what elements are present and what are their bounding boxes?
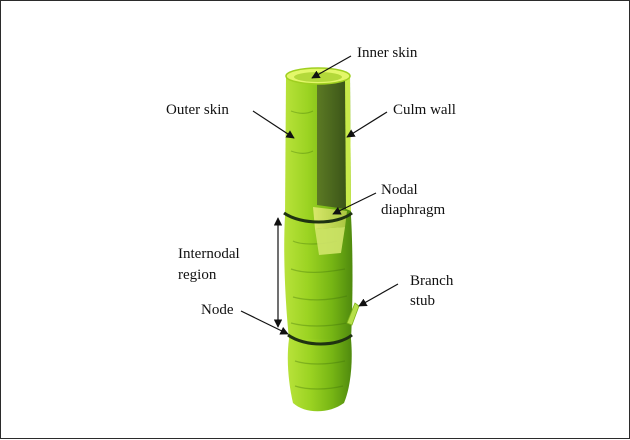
culm-wall-label: Culm wall [393, 101, 456, 120]
node-leader [241, 311, 288, 334]
nodal-diaphragm-label-line1: Nodal [381, 181, 418, 200]
branch-stub-label-line1: Branch [410, 272, 453, 291]
outer-skin-label: Outer skin [166, 101, 229, 120]
node-label: Node [201, 301, 234, 320]
lower-internode [288, 339, 352, 411]
culm-wall-edge [345, 77, 351, 211]
internodal-region-label-line2: region [178, 266, 216, 285]
inner-skin-label: Inner skin [357, 44, 417, 63]
culm-wall-cutaway [317, 77, 346, 209]
nodal-diaphragm-label-line2: diaphragm [381, 201, 445, 220]
culm-wall-leader [347, 112, 387, 137]
branch-stub-label-line2: stub [410, 292, 435, 311]
branch-stub-leader [359, 284, 398, 306]
inner-skin-opening [294, 72, 342, 82]
internodal-region-label-line1: Internodal [178, 245, 240, 264]
